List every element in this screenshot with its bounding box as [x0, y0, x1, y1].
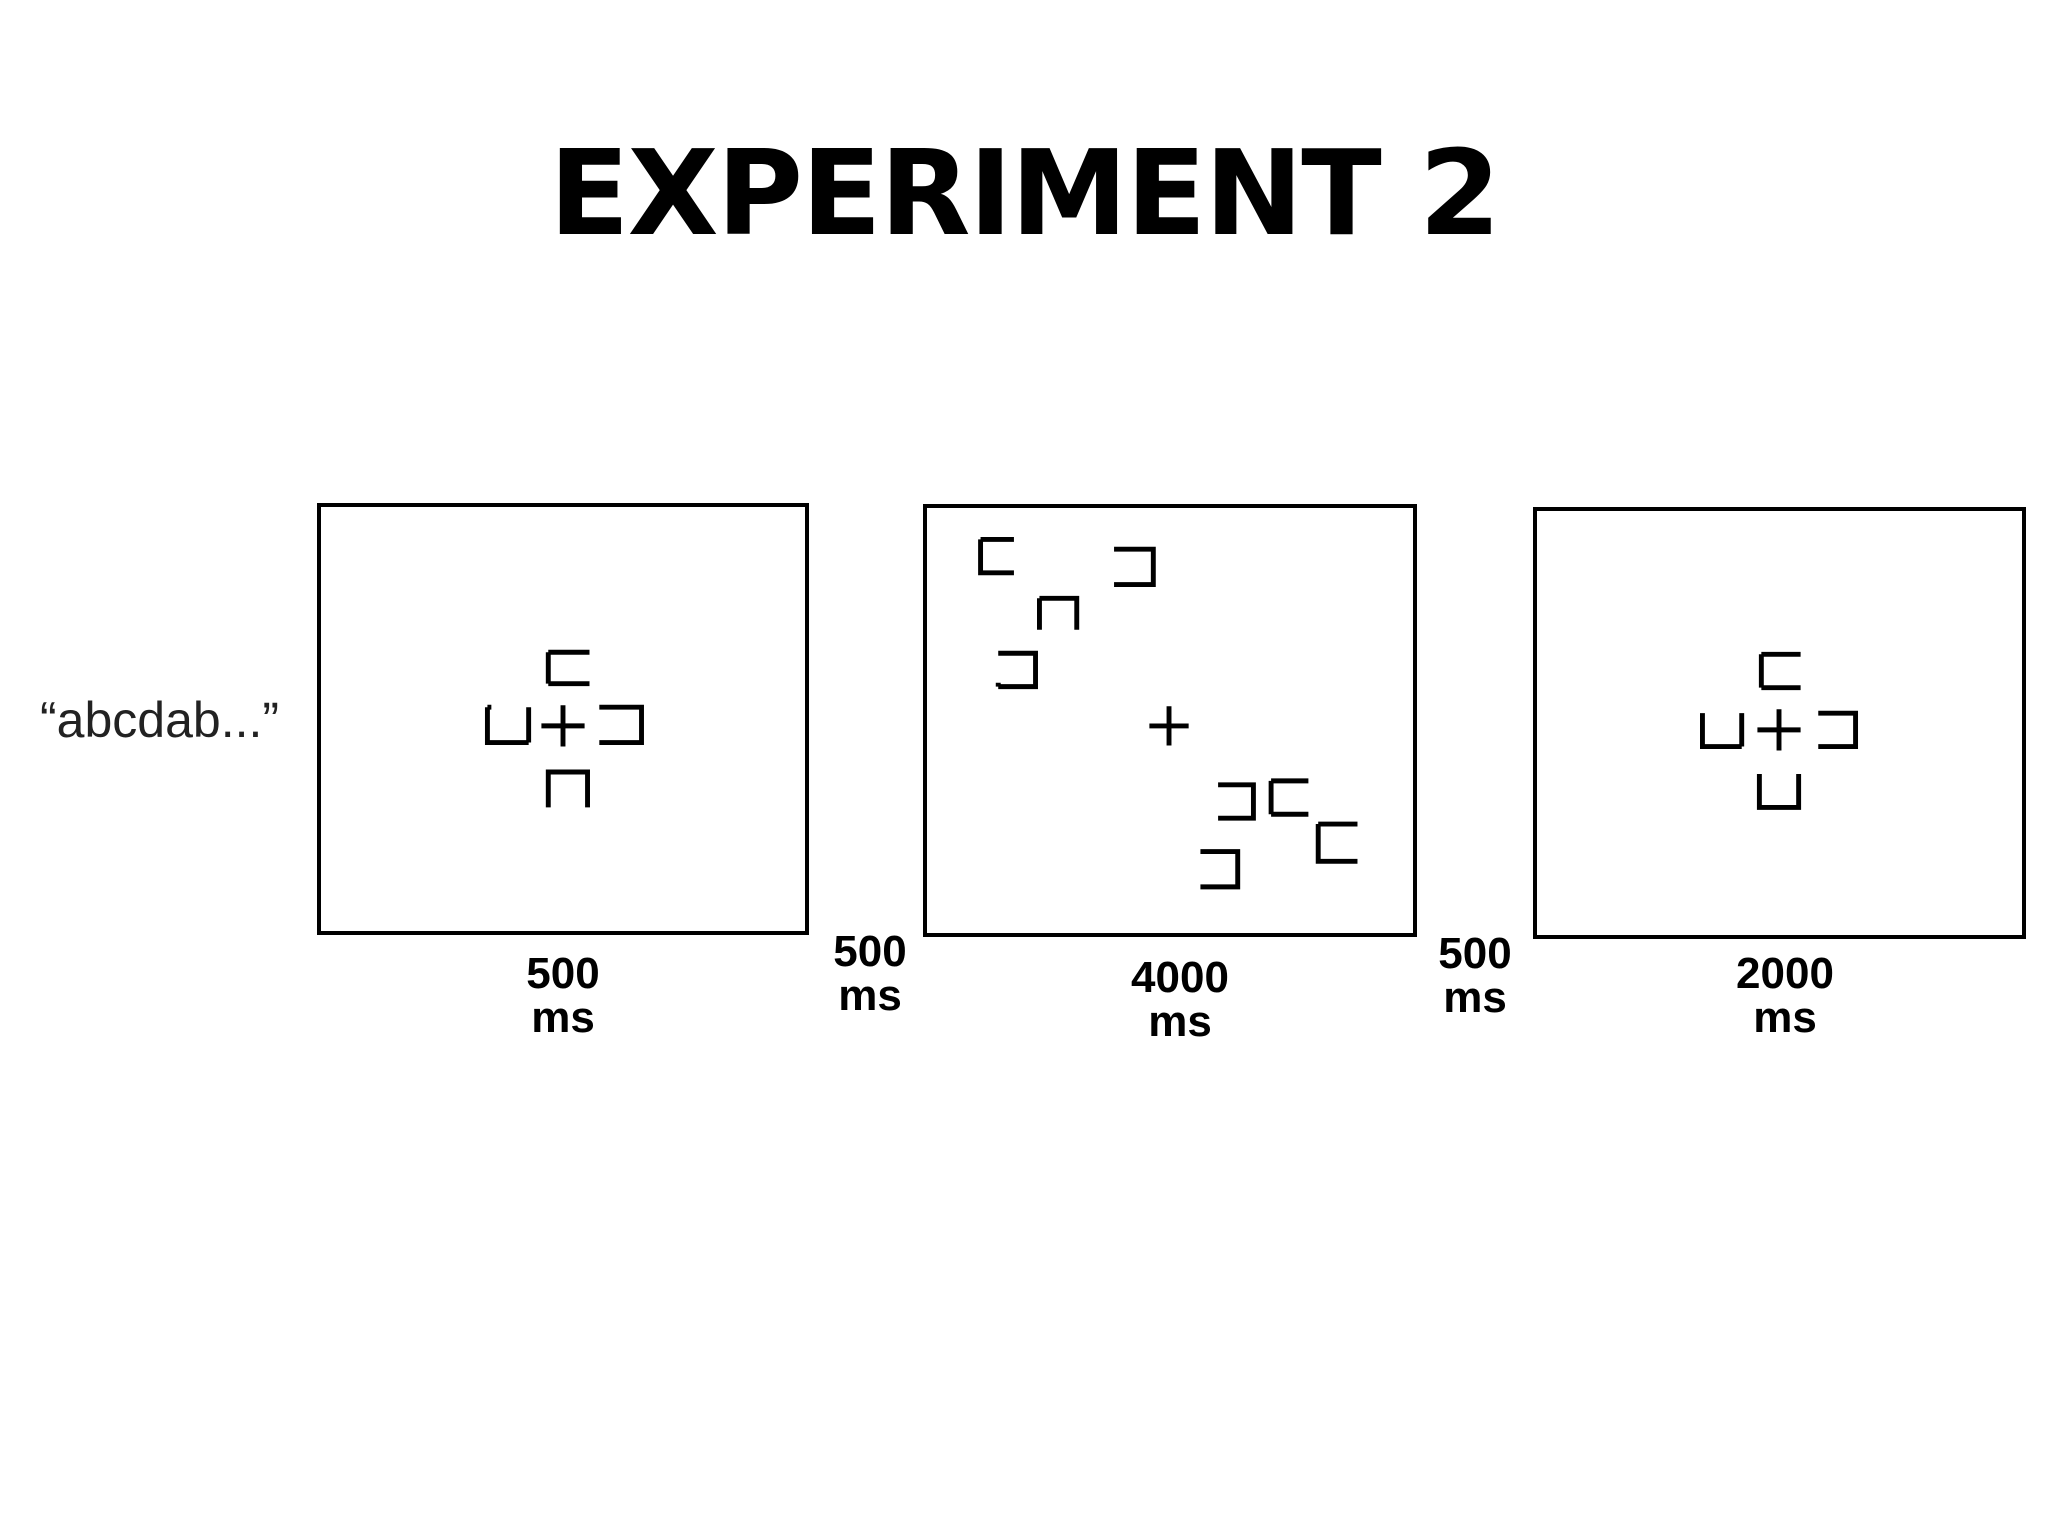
interval-2-unit: ms	[1443, 973, 1507, 1022]
frame-1-duration: 500 ms	[483, 952, 643, 1040]
bracket-stimulus-icon	[1315, 821, 1358, 864]
bracket-stimulus-icon	[978, 536, 1014, 576]
bracket-stimulus-icon	[1818, 710, 1859, 750]
bracket-stimulus-icon	[1037, 595, 1080, 630]
bracket-stimulus-icon	[599, 704, 644, 746]
frame-1-stimuli	[484, 649, 644, 808]
interval-1-unit: ms	[838, 971, 902, 1020]
fixation-cross-icon	[1757, 709, 1801, 751]
frame-2-display	[923, 504, 1417, 937]
bracket-stimulus-icon	[995, 650, 1038, 690]
frame-3-duration-unit: ms	[1753, 993, 1817, 1042]
frame-2-duration-value: 4000	[1131, 953, 1229, 1002]
bracket-stimulus-icon	[484, 704, 532, 746]
bracket-stimulus-icon	[545, 649, 590, 687]
frame-3-duration: 2000 ms	[1695, 952, 1875, 1040]
frame-1-duration-unit: ms	[531, 993, 595, 1042]
bracket-stimulus-icon	[1268, 778, 1309, 817]
bracket-stimulus-icon	[545, 769, 590, 808]
frame-3-stimuli	[1700, 651, 1859, 810]
frame-2-stimuli	[978, 536, 1358, 890]
bracket-stimulus-icon	[1758, 651, 1801, 691]
frame-2-duration-unit: ms	[1148, 997, 1212, 1046]
bracket-stimulus-icon	[1700, 713, 1745, 750]
bracket-stimulus-icon	[1200, 849, 1241, 890]
interval-1-value: 500	[833, 927, 907, 976]
fixation-cross-icon	[1149, 706, 1189, 746]
frame-2-duration: 4000 ms	[1095, 956, 1265, 1044]
interval-1-duration: 500 ms	[800, 930, 940, 1018]
fixation-cross-icon	[541, 705, 585, 747]
interval-2-duration: 500 ms	[1405, 932, 1545, 1020]
bracket-stimulus-icon	[1218, 782, 1256, 821]
frame-3-duration-value: 2000	[1736, 949, 1834, 998]
bracket-stimulus-icon	[1756, 774, 1802, 810]
interval-2-value: 500	[1438, 929, 1512, 978]
frame-1-duration-value: 500	[526, 949, 600, 998]
slide-title: EXPERIMENT 2	[549, 124, 1501, 262]
bracket-stimulus-icon	[1114, 546, 1156, 588]
frame-1-display	[317, 503, 809, 935]
frame-3-display	[1533, 507, 2026, 939]
cue-text: “abcdab...”	[40, 692, 280, 748]
